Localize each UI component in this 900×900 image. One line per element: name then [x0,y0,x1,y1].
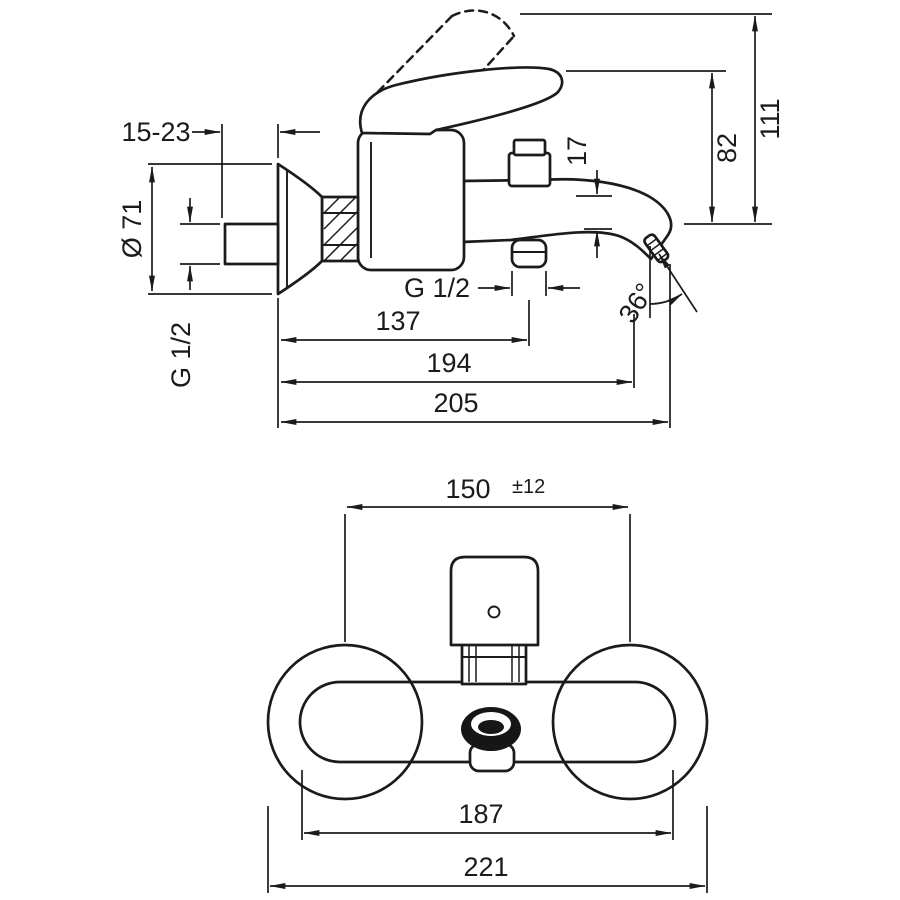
cartridge-cap [449,555,540,647]
dim-label-spout-angle: 36° [613,278,660,329]
dim-escutcheon-diameter: Ø 71 [117,163,272,295]
dim-label-body-width: 187 [458,799,503,829]
dim-label-spout-reach: 137 [375,306,420,336]
dim-spout-drop: 17 [562,136,612,258]
escutcheon-left [266,643,424,801]
cap-screw [487,605,501,619]
dim-label-total-reach: 205 [433,388,478,418]
front-view: 150 ±12 [266,474,709,893]
dim-label-outlet-thread: G 1/2 [404,273,470,303]
dim-total-reach: 205 [280,264,671,428]
dim-label-center-tolerance: ±12 [512,476,545,498]
dim-label-total-width: 221 [463,852,508,882]
spout-arm [460,177,673,261]
dim-supply-thread: G 1/2 [166,198,220,388]
dim-label-wall-distance: 15-23 [121,117,190,147]
union-nut [320,195,360,263]
diverter-knob [507,138,552,188]
spout-outlet-front [461,707,521,773]
dim-handle-open-height: 111 [520,13,785,225]
dim-label-supply-thread: G 1/2 [166,322,196,388]
dim-outlet-thread: G 1/2 [404,271,580,303]
dim-wall-distance: 15-23 [121,117,320,218]
dim-handle-closed-height: 82 [566,70,742,223]
dim-center-distance: 150 ±12 [344,474,631,642]
dim-label-handle-closed-height: 82 [712,133,742,163]
dim-label-spout-drop: 17 [562,136,592,166]
escutcheon-right [551,643,709,801]
dim-aerator-reach: 194 [280,314,635,388]
dim-body-width: 187 [301,770,674,840]
valve-housing [356,128,466,272]
bottom-outlet [510,238,548,269]
cartridge-neck [460,638,528,686]
escutcheon [276,162,324,296]
side-view: 15-23 Ø 71 G 1/2 G 1/2 [117,9,785,428]
dim-label-escutcheon-diameter: Ø 71 [117,200,147,259]
dim-label-handle-open-height: 111 [755,98,785,139]
supply-stub [223,222,280,266]
dim-spout-reach: 137 [277,298,530,428]
dim-label-center-distance: 150 [445,474,490,504]
dim-total-width: 221 [267,806,708,893]
dim-label-aerator-reach: 194 [426,348,471,378]
handle-lever [359,66,564,136]
